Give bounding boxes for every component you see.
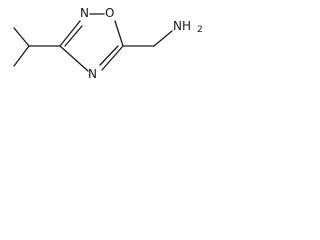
bond-n4-c3: [59, 45, 89, 72]
bond-c5-n4: [101, 45, 124, 71]
atom-label-o: O: [105, 6, 114, 20]
bond-c3-n2-double: [64, 25, 83, 47]
atom-label-n-top: N: [80, 6, 89, 20]
bond-methyl-top: [13, 27, 30, 47]
bond-ch2-n: [153, 30, 173, 47]
atom-label-n-bottom: N: [88, 67, 97, 81]
bond-methyl-bottom: [13, 45, 30, 67]
atom-label-amine: NH: [173, 19, 191, 33]
molecule-structure: N O N NH 2: [13, 6, 203, 81]
atom-label-amine-subscript: 2: [197, 25, 203, 35]
bond-c3-n2: [59, 20, 81, 47]
bond-c5-n4-double: [99, 45, 119, 66]
bond-o1-c5: [114, 20, 124, 47]
